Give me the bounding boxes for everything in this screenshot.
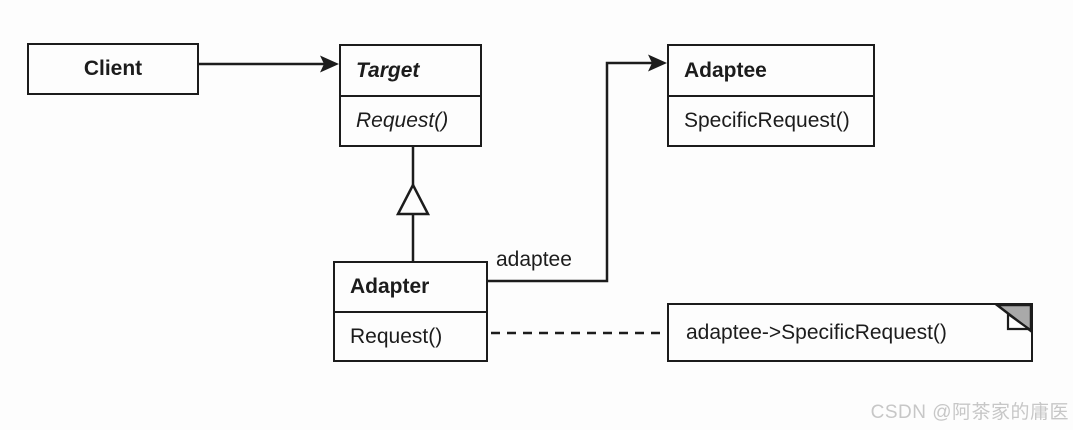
class-name-target: Target [356, 58, 420, 82]
note-text: adaptee->SpecificRequest() [686, 320, 947, 344]
inheritance-triangle [395, 182, 431, 216]
note-fold-corner-icon [993, 304, 1032, 334]
method-adapter-request: Request() [335, 311, 486, 360]
class-name-client: Client [83, 57, 143, 80]
note-box: adaptee->SpecificRequest() [667, 303, 1033, 362]
arrowhead-adaptee [648, 54, 667, 72]
watermark-text: CSDN @阿茶家的庸医 [870, 402, 1069, 423]
class-name-adapter: Adapter [350, 275, 430, 298]
association-label-adaptee: adaptee [496, 248, 572, 271]
method-target-request: Request() [341, 95, 480, 145]
note-connector [458, 324, 666, 342]
class-box-adaptee: Adaptee SpecificRequest() [667, 44, 875, 147]
method-adaptee-specificrequest: SpecificRequest() [669, 95, 873, 145]
class-box-adapter: Adapter Request() [333, 261, 488, 362]
class-name-adaptee: Adaptee [684, 58, 767, 82]
class-box-client: Client [27, 43, 199, 95]
arrowhead-target [320, 55, 339, 73]
client-target-association [199, 55, 339, 73]
class-box-target: Target Request() [339, 44, 482, 147]
adapter-target-inheritance [395, 147, 431, 261]
